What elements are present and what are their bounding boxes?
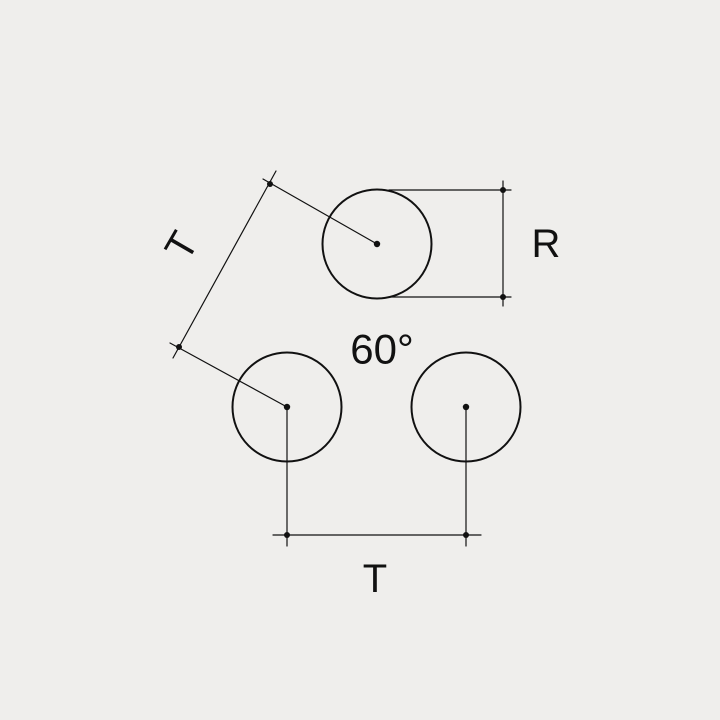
diagonal-dimension-label: T [157, 224, 207, 267]
bottom-dim-dot-right [463, 532, 469, 538]
diag-extension-bottom [169, 342, 288, 408]
diag-dim-dot-top [267, 181, 273, 187]
angle-label: 60° [350, 326, 414, 373]
bottom-dim-dot-left [284, 532, 290, 538]
r-dim-dot-top [500, 187, 506, 193]
bottom-dimension-label: T [363, 557, 387, 601]
bottom-right-center-dot [462, 403, 470, 411]
top-circle [321, 188, 433, 300]
r-dim-dot-bottom [500, 294, 506, 300]
diag-extension-top [262, 178, 378, 245]
radius-label: R [532, 222, 561, 266]
diag-dim-dot-bottom [176, 344, 182, 350]
bottom-left-center-dot [283, 403, 291, 411]
diag-dimension-line [172, 170, 277, 359]
top-center-dot [373, 240, 381, 248]
